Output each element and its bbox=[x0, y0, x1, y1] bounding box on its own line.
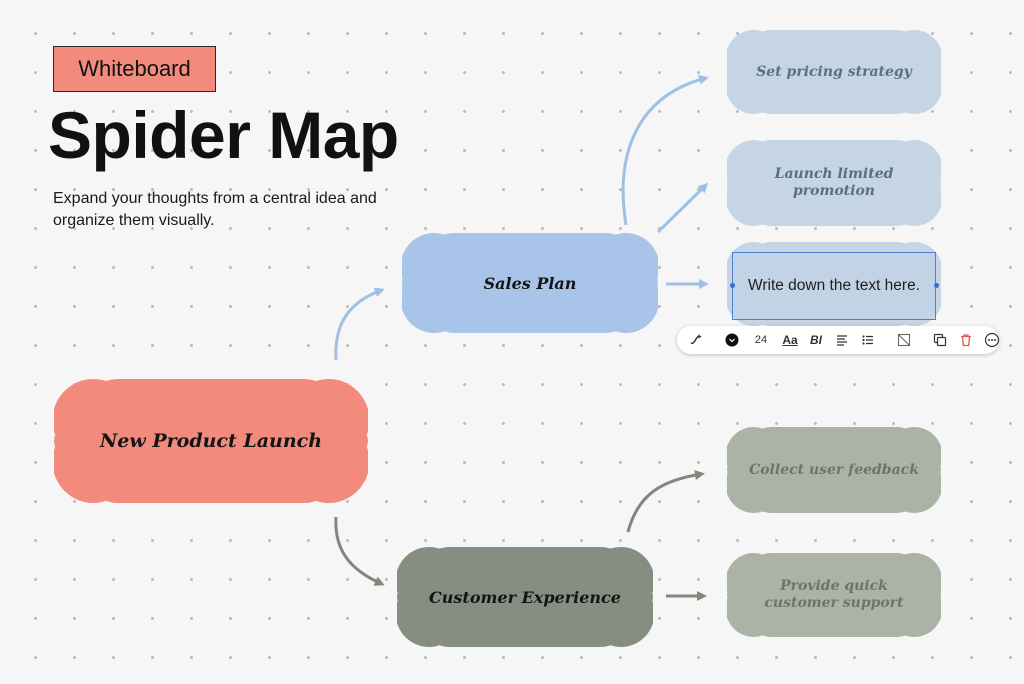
text-style-icon[interactable]: Aa bbox=[782, 333, 798, 347]
more-icon[interactable] bbox=[981, 329, 1003, 351]
color-icon[interactable] bbox=[721, 329, 743, 351]
arrow-central-to-sales[interactable] bbox=[334, 287, 385, 361]
cloud-shape bbox=[727, 140, 941, 226]
cloud-shape bbox=[727, 427, 941, 513]
text-edit-box[interactable]: Write down the text here. bbox=[732, 252, 936, 320]
pricing-strategy-label: Set pricing strategy bbox=[756, 63, 912, 80]
arrow-sales-to-pricing[interactable] bbox=[621, 74, 709, 226]
list-icon[interactable] bbox=[857, 329, 879, 351]
bold-italic-icon[interactable]: BI bbox=[810, 333, 822, 347]
cloud-shape bbox=[727, 553, 941, 637]
duplicate-icon[interactable] bbox=[929, 329, 951, 351]
customer-experience-label: Customer Experience bbox=[429, 587, 621, 607]
cloud-shape bbox=[54, 379, 368, 503]
magic-icon[interactable] bbox=[685, 329, 707, 351]
page-description[interactable]: Expand your thoughts from a central idea… bbox=[53, 190, 377, 229]
sales-plan-node[interactable]: Sales Plan bbox=[402, 233, 658, 333]
cloud-shape bbox=[727, 242, 941, 326]
cloud-shape bbox=[727, 30, 941, 114]
customer-support-node[interactable]: Provide quick customer support bbox=[727, 553, 941, 637]
fill-icon[interactable] bbox=[893, 329, 915, 351]
text-placeholder-node[interactable] bbox=[727, 242, 941, 326]
pricing-strategy-node[interactable]: Set pricing strategy bbox=[727, 30, 941, 114]
limited-promotion-node[interactable]: Launch limited promotion bbox=[727, 140, 941, 226]
sales-plan-label: Sales Plan bbox=[483, 273, 577, 293]
customer-support-label: Provide quick customer support bbox=[764, 578, 904, 611]
arrow-central-to-cx[interactable] bbox=[334, 516, 385, 586]
cloud-shape bbox=[402, 233, 658, 333]
cloud-shape bbox=[397, 547, 653, 647]
align-icon[interactable] bbox=[831, 329, 853, 351]
customer-experience-node[interactable]: Customer Experience bbox=[397, 547, 653, 647]
arrow-cx-to-feedback[interactable] bbox=[626, 470, 705, 533]
user-feedback-label: Collect user feedback bbox=[749, 461, 919, 478]
font-size-value[interactable]: 24 bbox=[754, 334, 768, 346]
page-title[interactable]: Spider Map bbox=[48, 98, 399, 172]
central-idea-label: New Product Launch bbox=[99, 430, 323, 452]
resize-handle-left[interactable] bbox=[730, 283, 735, 288]
text-format-toolbar: 24 Aa BI bbox=[677, 326, 1000, 354]
limited-promotion-label: Launch limited promotion bbox=[774, 166, 894, 199]
resize-handle-right[interactable] bbox=[934, 283, 939, 288]
arrow-sales-to-promotion[interactable] bbox=[656, 182, 709, 234]
whiteboard-tag[interactable]: Whiteboard bbox=[53, 46, 216, 92]
delete-icon[interactable] bbox=[955, 329, 977, 351]
user-feedback-node[interactable]: Collect user feedback bbox=[727, 427, 941, 513]
central-idea-node[interactable]: New Product Launch bbox=[54, 379, 368, 503]
